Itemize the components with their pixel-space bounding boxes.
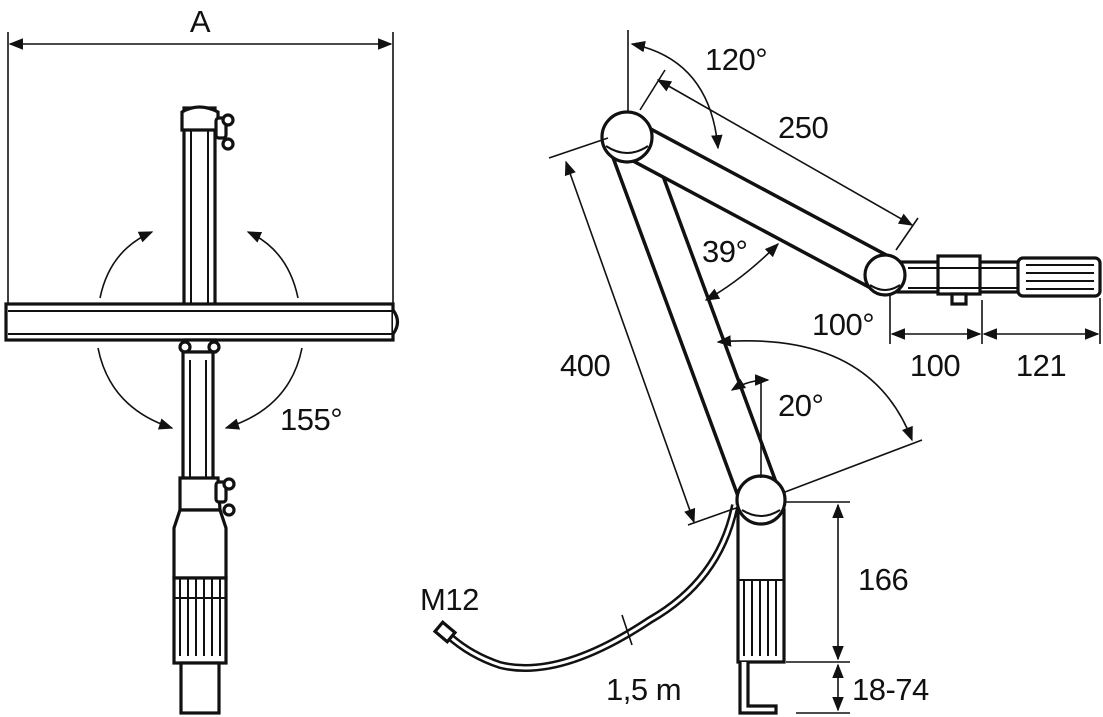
label-250: 250 [778, 110, 828, 145]
dimension-20 [716, 335, 923, 493]
cable [432, 504, 739, 672]
label-18-74: 18-74 [852, 672, 929, 707]
label-39-degrees: 39° [702, 234, 747, 269]
dimension-250 [639, 69, 919, 251]
lower-vertical-arm [178, 350, 236, 517]
label-cable-length: 1,5 m [606, 672, 681, 707]
label-155-degrees: 155° [280, 402, 342, 437]
dimension-height [786, 501, 850, 714]
head-joint [863, 253, 1024, 306]
lamp-grip [1016, 256, 1102, 298]
label-121: 121 [1016, 348, 1066, 383]
side-view [432, 30, 1102, 715]
lower-joint [735, 474, 787, 526]
bar-hinge [178, 338, 221, 354]
label-m12: M12 [420, 582, 479, 617]
knob-icon [214, 113, 235, 151]
dimension-39 [704, 242, 780, 301]
label-100-degrees: 100° [812, 307, 874, 342]
label-166: 166 [858, 562, 908, 597]
rotation-arrows [97, 231, 303, 430]
base-clamp [736, 508, 786, 715]
knob-icon [214, 477, 236, 517]
base-socket [172, 508, 228, 715]
lamp-head-bar [4, 302, 400, 342]
dimension-head [889, 295, 1101, 344]
dimension-a [7, 32, 394, 305]
m12-connector-icon [432, 620, 458, 644]
dimension-400 [548, 137, 737, 526]
label-100: 100 [910, 348, 960, 383]
label-400: 400 [560, 348, 610, 383]
upper-joint [600, 110, 654, 164]
upper-vertical-arm [180, 105, 235, 308]
front-view [4, 32, 400, 715]
label-a: A [190, 4, 211, 39]
label-120-degrees: 120° [705, 42, 767, 77]
label-20-degrees: 20° [778, 388, 823, 423]
